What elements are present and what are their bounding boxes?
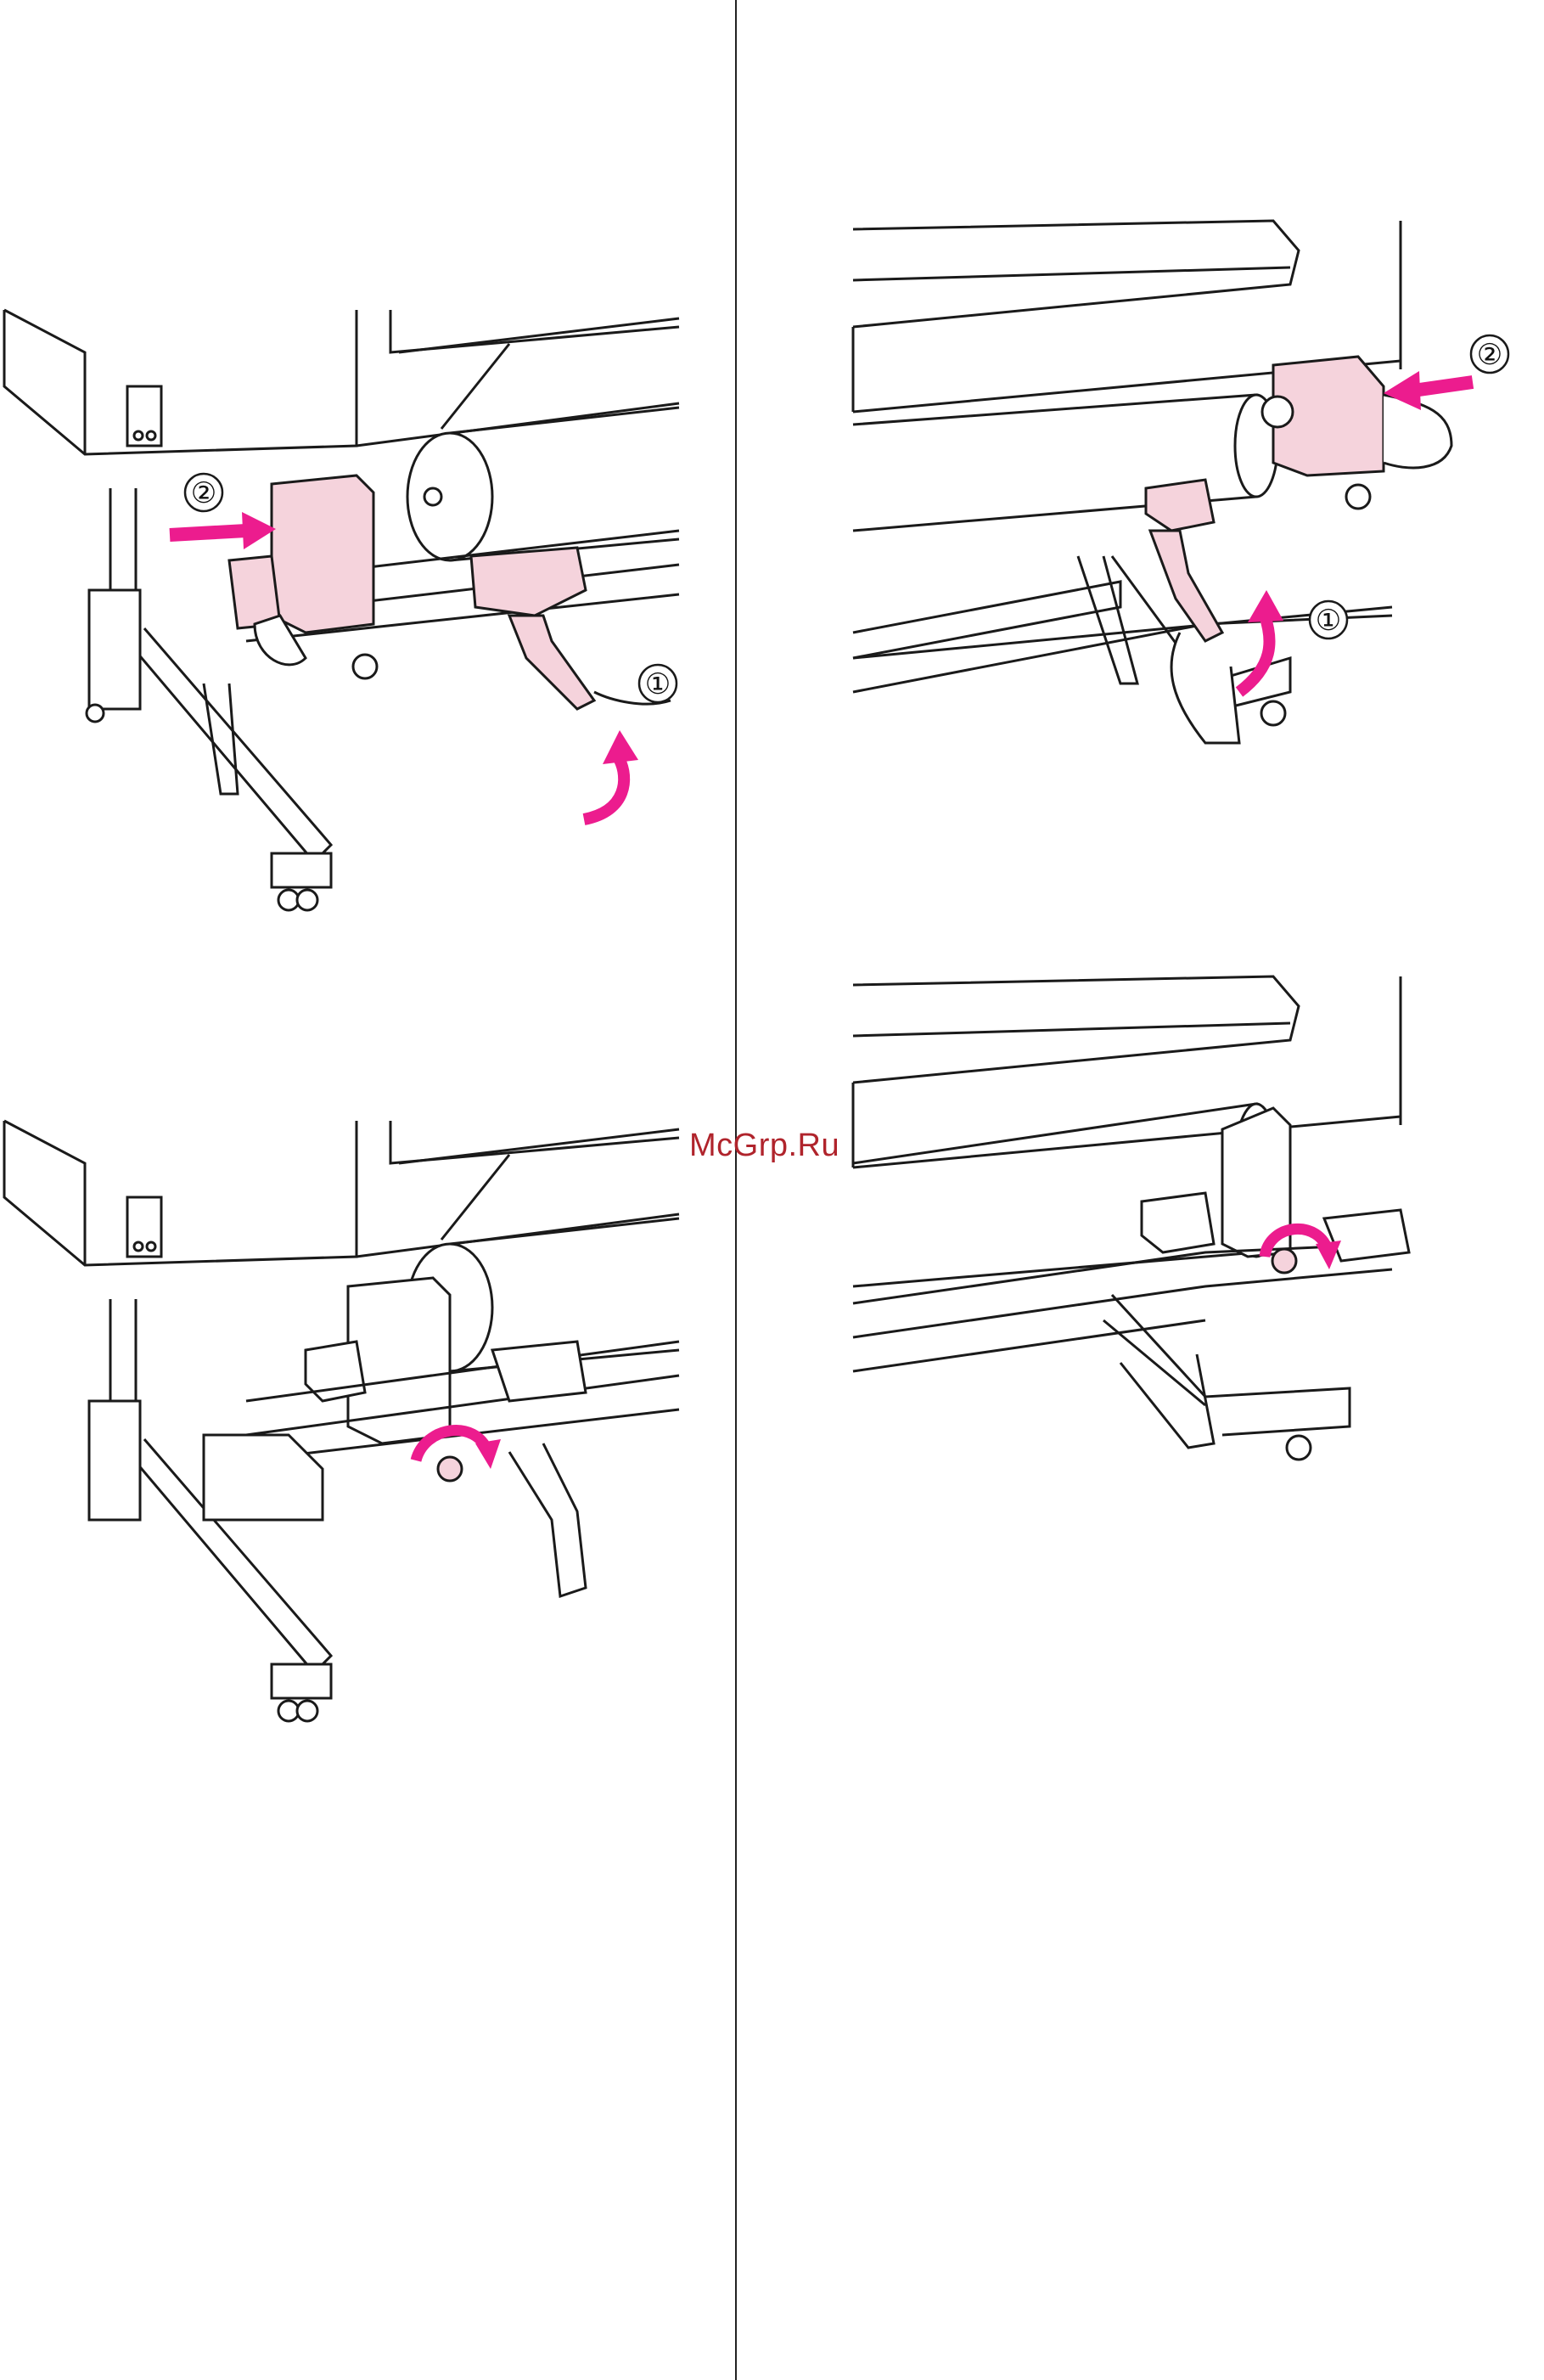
panel-step-2: ② ① (849, 217, 1511, 760)
lift-arrow-icon (584, 730, 638, 819)
circled-one-icon: ① (639, 665, 677, 702)
illustration-step-1: ② ① (0, 301, 696, 930)
circled-two-icon: ② (185, 474, 222, 511)
panel-step-4 (849, 964, 1511, 1490)
panel-step-3 (0, 1112, 696, 1749)
illustration-step-2: ② ① (849, 217, 1511, 760)
illustration-step-4 (849, 964, 1511, 1490)
callout-one: ① (645, 667, 671, 701)
circled-one-icon: ① (1310, 601, 1347, 639)
illustration-step-3 (0, 1112, 696, 1749)
lift-arrow-icon (1239, 590, 1283, 692)
callout-two: ② (1477, 338, 1502, 372)
panel-step-1: ② ① (0, 301, 696, 930)
column-divider (735, 0, 737, 2380)
push-arrow-icon (170, 512, 276, 549)
callout-one: ① (1316, 604, 1341, 638)
circled-two-icon: ② (1471, 335, 1508, 373)
watermark: McGrp.Ru (689, 1128, 839, 1164)
callout-two: ② (191, 476, 216, 510)
